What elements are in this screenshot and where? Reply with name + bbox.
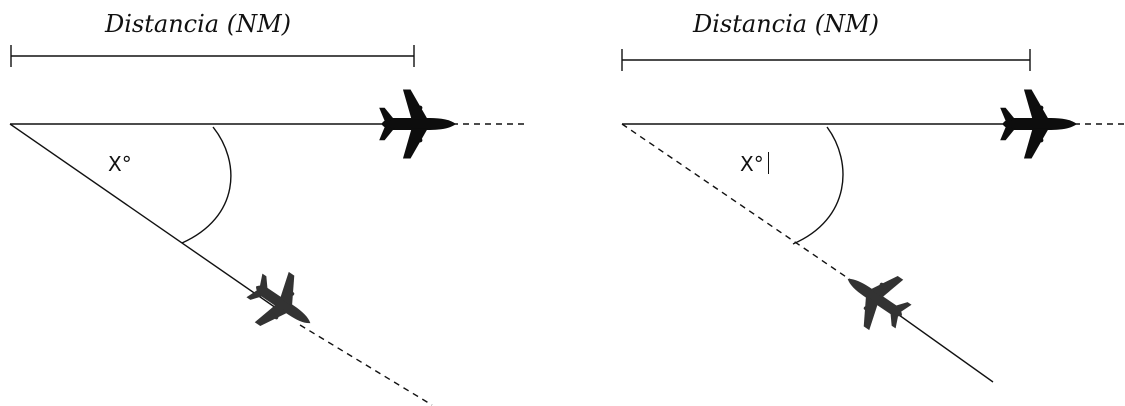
right-aircraft-reference-icon [1000,89,1077,159]
right-aircraft-crossing-icon [830,253,921,342]
left-aircraft-reference-icon [379,89,456,159]
right-crossing-track-line [621,123,856,284]
left-angle-label: X° [108,152,132,176]
left-crossing-track-line [9,123,277,309]
left-crossing-track-extension [299,324,433,406]
right-distance-scale-bar [621,49,1031,71]
left-distance-scale-bar [10,45,415,67]
right-panel [621,49,1125,383]
right-distance-label: Distancia (NM) [693,10,879,38]
right-angle-label: X° [740,152,764,176]
left-angle-arc [181,126,232,244]
right-crossing-track-extension [884,304,994,383]
text-cursor [768,152,769,174]
left-distance-label: Distancia (NM) [105,10,291,38]
left-panel [9,45,528,406]
left-aircraft-crossing-icon [237,260,328,349]
right-angle-arc [792,126,844,245]
